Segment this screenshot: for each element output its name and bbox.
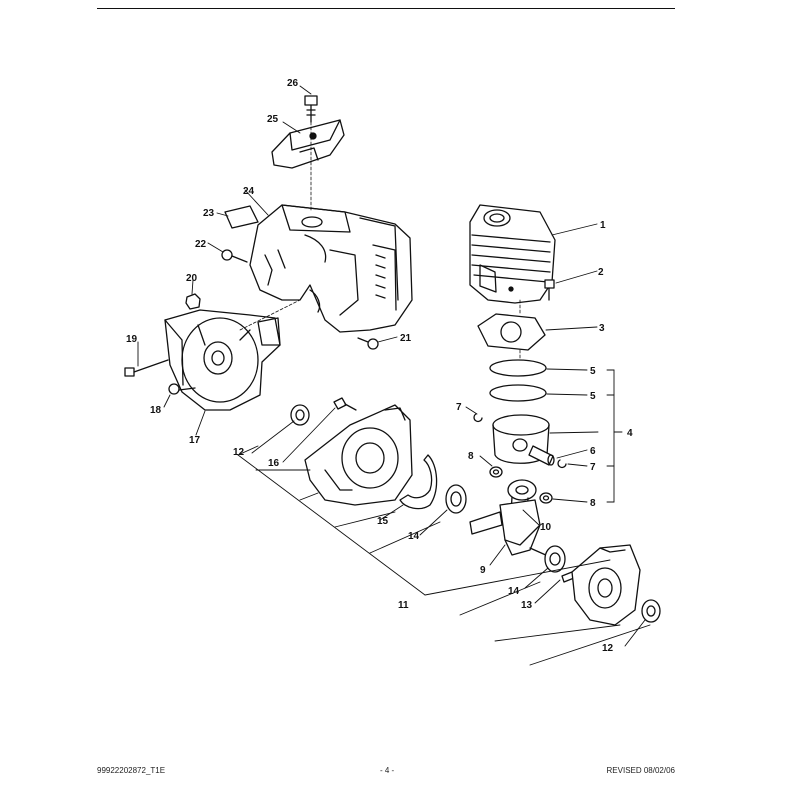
callout-1: 1 [600,220,606,231]
bracket-part-25 [271,119,345,169]
piston-rings-part-5 [489,359,547,402]
bolt-part-26 [304,95,318,123]
bolt-part-19 [124,359,169,377]
fan-housing-part-17 [164,309,281,411]
screw-part-22 [221,249,248,263]
callout-20: 20 [186,273,198,284]
gasket-part-3 [477,313,546,351]
callout-14b: 14 [508,586,520,597]
callout-19: 19 [126,334,138,345]
callout-12a: 12 [233,447,245,458]
document-id: 99922202872_T1E [97,766,166,775]
oil-seal-part-12a [290,404,310,426]
cylinder-cover-part-24 [249,204,413,333]
callout-2: 2 [598,267,604,278]
needle-bearing-part-8a [489,466,503,478]
callout-22: 22 [195,239,207,250]
oil-seal-part-12b [641,599,661,623]
callout-16: 16 [268,458,280,469]
nut-part-20 [185,293,201,310]
callout-8b: 8 [590,498,596,509]
bearing-part-14b [544,545,566,573]
callout-26: 26 [287,78,299,89]
callout-labels: 1 2 3 4 5 5 6 7 7 8 8 9 10 11 12 12 13 1… [126,78,633,654]
screw-part-21 [357,337,379,350]
piston-part-4 [492,414,550,464]
bearing-part-14a [445,484,467,514]
callout-4: 4 [627,428,633,439]
callout-25: 25 [267,114,279,125]
callout-17: 17 [189,435,201,446]
callout-10: 10 [540,522,552,533]
circlip-part-7a [473,413,483,423]
callout-3: 3 [599,323,605,334]
callout-8a: 8 [468,451,474,462]
crankcase-left-part-11 [304,404,413,506]
header-rule [97,8,675,9]
callout-15: 15 [377,516,389,527]
cylinder-part-1 [469,204,556,304]
assembly-bracket-11 [237,445,651,666]
callout-12b: 12 [602,643,614,654]
page-number: - 4 - [380,766,395,775]
callout-5b: 5 [590,391,596,402]
piston-pin-part-6 [528,445,555,466]
callout-14a: 14 [408,531,420,542]
callout-7b: 7 [590,462,596,473]
callout-24: 24 [243,186,255,197]
callout-5a: 5 [590,366,596,377]
callout-11: 11 [398,600,409,611]
leader-lines [137,85,646,647]
alignment-lines [239,121,521,361]
foam-part-23 [224,205,259,229]
callout-18: 18 [150,405,162,416]
bolt-part-2 [544,279,555,301]
revision-date: REVISED 08/02/06 [606,766,675,775]
callout-21: 21 [400,333,412,344]
crankshaft-part-9 [469,499,549,557]
bolt-part-18 [168,383,196,395]
gasket-part-15 [399,454,438,510]
bolt-part-16 [333,397,357,411]
callout-6: 6 [590,446,596,457]
callout-13: 13 [521,600,533,611]
circlip-part-7b [557,459,567,469]
callout-9: 9 [480,565,486,576]
callout-23: 23 [203,208,215,219]
needle-bearing-part-8b [539,492,553,504]
crankcase-right-part-11 [571,544,641,626]
callout-7a: 7 [456,402,462,413]
